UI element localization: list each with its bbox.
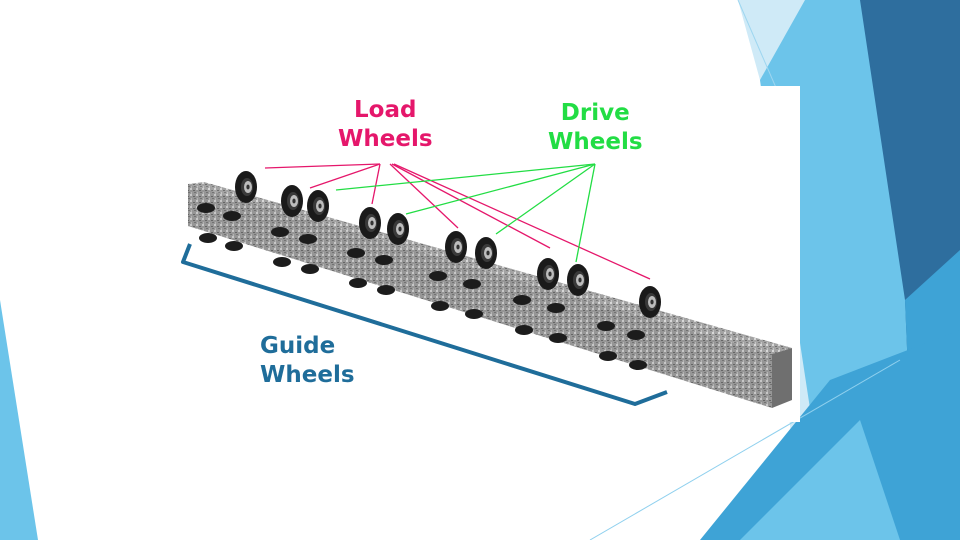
guide-wheel-icon: [429, 271, 447, 281]
beam-end-face: [772, 348, 792, 408]
guide-wheel-icon: [223, 211, 241, 221]
guide-wheel-icon: [463, 279, 481, 289]
beam-side-shade: [188, 184, 772, 408]
guide-label-line1: Guide: [260, 333, 336, 359]
guide-wheel-icon: [349, 278, 367, 288]
guide-wheel-icon: [465, 309, 483, 319]
tires-group: [235, 171, 661, 318]
guide-wheel-icon: [515, 325, 533, 335]
guide-wheel-icon: [627, 330, 645, 340]
guide-wheel-icon: [301, 264, 319, 274]
guide-wheel-icon: [197, 203, 215, 213]
guide-wheel-icon: [377, 285, 395, 295]
load-pointer-lines: [264, 163, 651, 280]
load-label-line2: Wheels: [338, 126, 433, 152]
guide-wheel-icon: [225, 241, 243, 251]
load-wheel-tire-icon: [235, 171, 257, 203]
guide-wheel-icon: [549, 333, 567, 343]
guide-wheel-icon: [629, 360, 647, 370]
pointer-lines: [264, 163, 651, 280]
load-wheels-label: Load Wheels: [338, 96, 433, 154]
drive-pointer-lines: [335, 163, 596, 263]
guide-wheel-icon: [199, 233, 217, 243]
load-wheel-tire-icon: [537, 258, 559, 290]
load-wheel-tire-icon: [639, 286, 661, 318]
guide-label-line2: Wheels: [260, 362, 355, 388]
drive-label-line1: Drive: [560, 100, 630, 126]
drive-wheel-tire-icon: [307, 190, 329, 222]
guide-wheel-icon: [271, 227, 289, 237]
track-wheels-figure: Load Wheels Drive Wheels Guide Wheels: [160, 86, 800, 422]
figure-drawing: [181, 163, 792, 408]
drive-wheel-tire-icon: [387, 213, 409, 245]
load-wheel-tire-icon: [359, 207, 381, 239]
deco-band-bottom: [700, 330, 960, 540]
deco-thin-line: [589, 359, 901, 540]
guide-wheel-icon: [299, 234, 317, 244]
guide-wheel-icon: [273, 257, 291, 267]
guide-wheel-icon: [599, 351, 617, 361]
guide-wheel-icon: [431, 301, 449, 311]
guide-wheel-icon: [547, 303, 565, 313]
load-wheel-tire-icon: [445, 231, 467, 263]
drive-wheel-tire-icon: [567, 264, 589, 296]
deco-left-sliver: [0, 300, 38, 540]
guide-bracket: [181, 243, 668, 406]
beam-side-face: [188, 184, 772, 408]
guide-wheels-label: Guide Wheels: [260, 332, 355, 390]
load-label-line1: Load: [354, 97, 417, 123]
guide-wheels-group: [197, 203, 647, 370]
drive-wheel-tire-icon: [475, 237, 497, 269]
guide-wheel-icon: [347, 248, 365, 258]
guide-wheel-icon: [375, 255, 393, 265]
guide-wheel-icon: [597, 321, 615, 331]
drive-label-line2: Wheels: [548, 129, 643, 155]
drive-wheels-label: Drive Wheels: [548, 99, 643, 157]
guide-wheel-icon: [513, 295, 531, 305]
load-wheel-tire-icon: [281, 185, 303, 217]
deco-band-bottom-light: [740, 420, 900, 540]
